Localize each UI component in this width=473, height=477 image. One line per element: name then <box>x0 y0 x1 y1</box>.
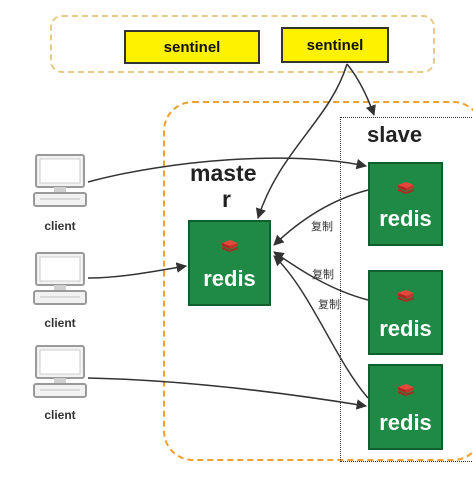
client-3: client <box>30 343 90 423</box>
sentinel-group <box>50 15 435 73</box>
computer-icon <box>33 154 87 207</box>
slave-redis-node-3: redis <box>368 364 443 450</box>
redis-label: redis <box>379 206 432 231</box>
slave-title: slave <box>367 122 423 147</box>
replication-label: 复制 <box>318 299 340 311</box>
sentinel-to-master-arrow <box>255 63 348 219</box>
client-1: client <box>30 152 90 233</box>
client-to-slave-arrow <box>87 157 368 183</box>
replication-arrow <box>273 189 369 246</box>
client-label: client <box>44 408 76 422</box>
sentinel-to-slave-arrow <box>346 63 376 116</box>
replication-label: 复制 <box>311 221 333 233</box>
redis-logo-icon <box>397 182 414 194</box>
slave-redis-node-1: redis <box>368 162 443 246</box>
redis-logo-icon <box>397 290 414 302</box>
master-title-line2: r <box>222 186 231 212</box>
master-redis-node: redis <box>188 220 271 306</box>
computer-icon <box>33 252 87 305</box>
client-to-slave-arrow <box>87 377 368 410</box>
master-title: maste r <box>190 160 280 212</box>
redis-cluster-group <box>163 101 473 461</box>
redis-label: redis <box>379 316 432 341</box>
replication-arrow <box>273 251 369 301</box>
redis-label: redis <box>379 410 432 435</box>
redis-logo-icon <box>397 384 414 396</box>
slave-redis-node-2: redis <box>368 270 443 355</box>
replication-arrow <box>273 255 369 399</box>
client-label: client <box>44 219 76 233</box>
sentinel-label: sentinel <box>163 38 221 56</box>
sentinel-label: sentinel <box>306 36 364 54</box>
replication-label: 复制 <box>312 269 334 281</box>
redis-logo-icon <box>221 240 238 252</box>
client-to-master-arrow <box>87 262 188 279</box>
master-title-line1: maste <box>190 160 257 186</box>
sentinel-box-1: sentinel <box>124 30 260 64</box>
computer-icon <box>33 345 87 398</box>
sentinel-box-2: sentinel <box>281 27 389 63</box>
redis-label: redis <box>203 266 256 291</box>
client-label: client <box>44 316 76 330</box>
slave-group <box>340 117 473 462</box>
client-2: client <box>30 250 90 330</box>
